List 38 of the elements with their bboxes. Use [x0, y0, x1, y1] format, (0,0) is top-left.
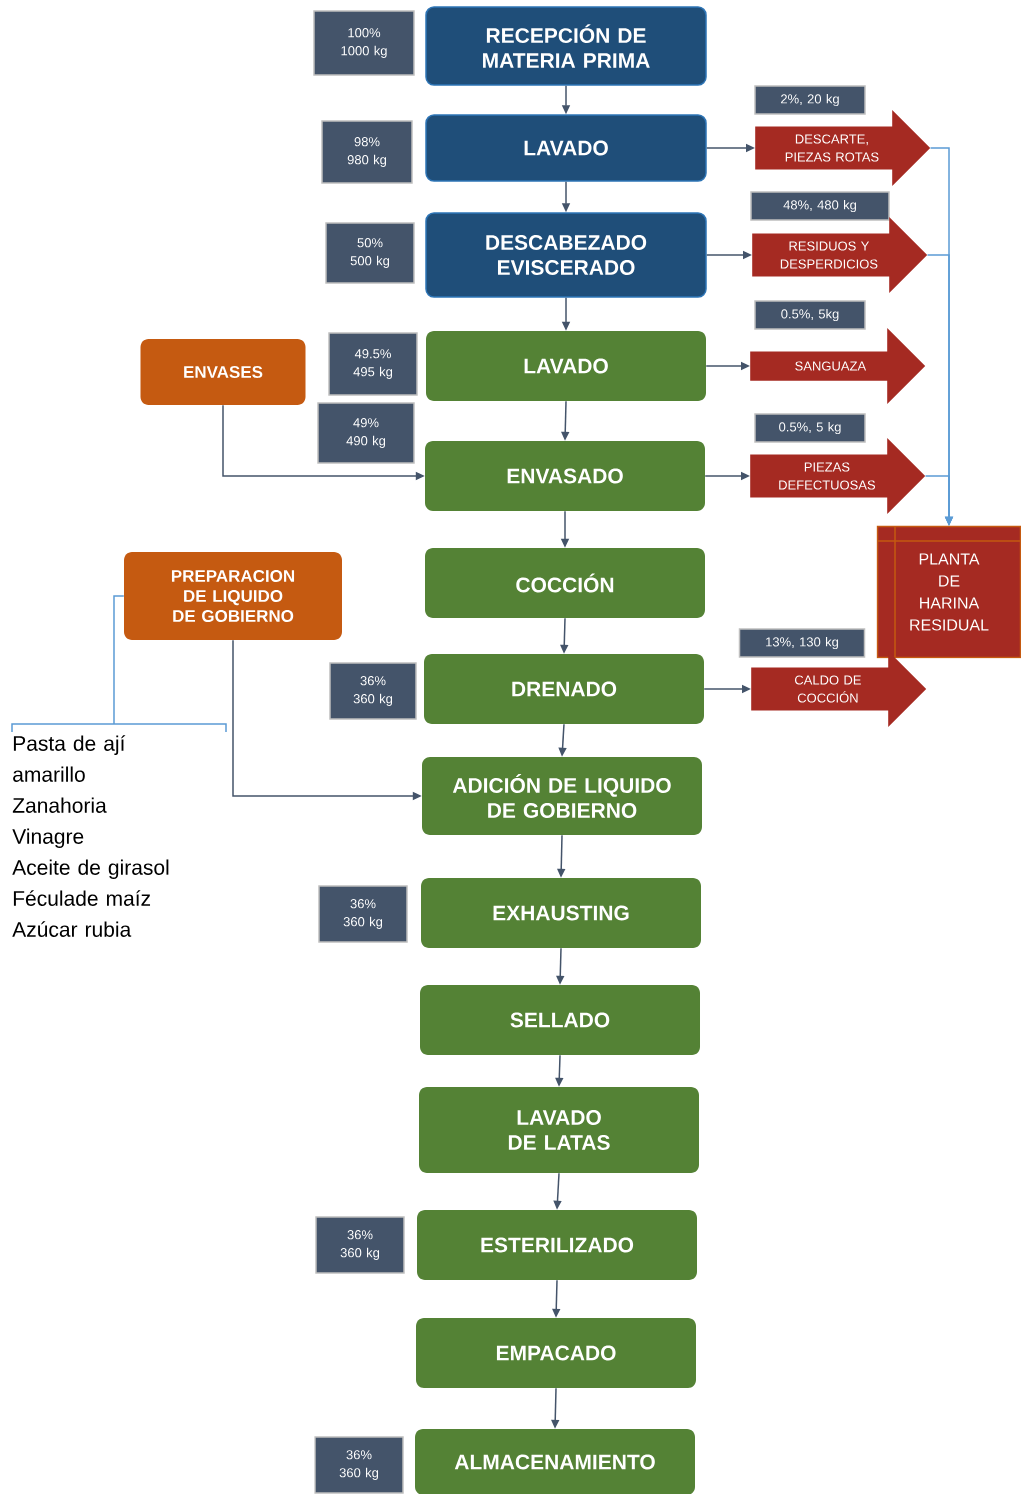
waste-tag: PIEZAS DEFECTUOSAS [750, 438, 926, 514]
quantity-box: 36% 360 kg [314, 1436, 404, 1494]
process-box: LAVADO DE LATAS [419, 1087, 699, 1173]
process-box: EXHAUSTING [421, 878, 701, 948]
quantity-box: 98% 980 kg [321, 120, 413, 184]
input-box: PREPARACION DE LIQUIDO DE GOBIERNO [124, 552, 342, 640]
process-box: ADICIÓN DE LIQUIDO DE GOBIERNO [422, 757, 702, 835]
process-box: ENVASADO [425, 441, 705, 511]
process-box: LAVADO [425, 114, 707, 182]
process-box: ALMACENAMIENTO [415, 1429, 695, 1494]
bracket-line [11, 595, 227, 733]
quantity-box: 0.5%, 5 kg [754, 413, 866, 443]
ingredient-list: Pasta de ají amarillo Zanahoria Vinagre Aceite de girasol Féculade maíz Azúcar rubia [12, 735, 169, 937]
quantity-box: 50% 500 kg [325, 222, 415, 284]
process-box: ESTERILIZADO [417, 1210, 697, 1280]
waste-tag: DESCARTE, PIEZAS ROTAS [755, 110, 931, 186]
waste-tag: CALDO DE COCCIÓN [751, 651, 927, 727]
input-box: ENVASES [140, 339, 306, 405]
process-box: LAVADO [426, 331, 706, 401]
quantity-box: 0.5%, 5kg [754, 300, 866, 330]
process-box: RECEPCIÓN DE MATERIA PRIMA [425, 6, 707, 86]
waste-tag: RESIDUOS Y DESPERDICIOS [752, 217, 928, 293]
process-box: COCCIÓN [425, 548, 705, 618]
quantity-box: 49.5% 495 kg [328, 332, 418, 396]
process-box: SELLADO [420, 985, 700, 1055]
destination-box: PLANTA DE HARINA RESIDUAL [876, 525, 1021, 659]
quantity-box: 48%, 480 kg [750, 191, 890, 221]
quantity-box: 36% 360 kg [315, 1216, 405, 1274]
waste-tag: SANGUAZA [750, 328, 926, 404]
quantity-box: 13%, 130 kg [738, 628, 866, 658]
quantity-box: 36% 360 kg [318, 885, 408, 943]
process-box: EMPACADO [416, 1318, 696, 1388]
quantity-box: 100% 1000 kg [313, 10, 415, 76]
quantity-box: 49% 490 kg [317, 402, 415, 464]
process-box: DESCABEZADO EVISCERADO [425, 212, 707, 298]
process-box: DRENADO [424, 654, 704, 724]
quantity-box: 2%, 20 kg [754, 85, 866, 115]
quantity-box: 36% 360 kg [329, 662, 417, 720]
